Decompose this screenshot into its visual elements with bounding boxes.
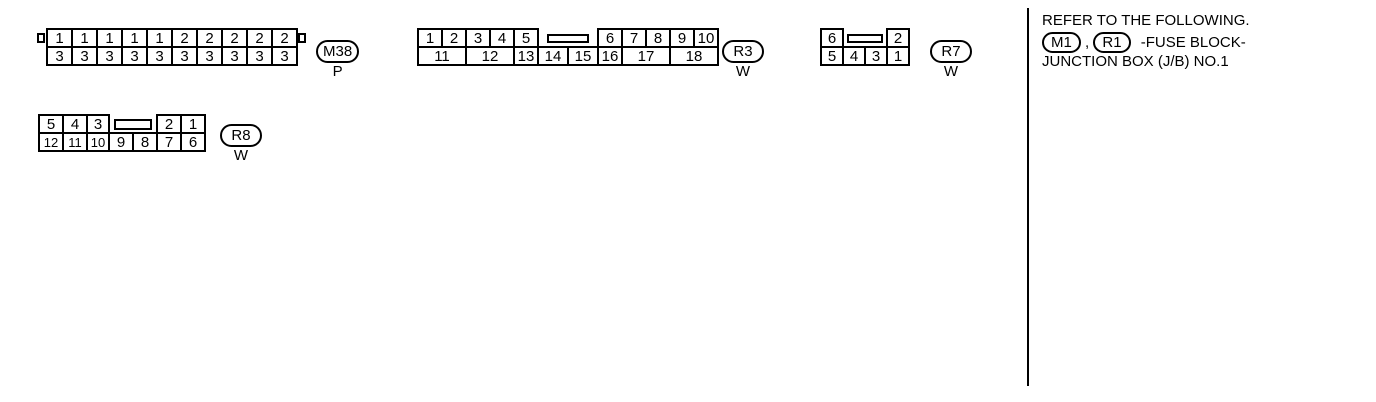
connector-r8: 5 4 3 2 1 12 11 10 9 8 7 6 [38,114,206,152]
pin-grid: 5 4 3 2 1 12 11 10 9 8 7 6 [38,114,206,152]
pin-cell: 3 [465,28,491,48]
connector-label: M38 [316,40,360,63]
pin-cell: 5 [38,114,64,134]
connector-color: W [233,147,249,164]
pin-cell: 2 [156,114,182,134]
pin-cell: 12 [38,132,64,152]
pin-cell: 6 [180,132,206,152]
connector-label: R7 [930,40,972,63]
vertical-divider [1027,8,1029,386]
pin-cell: 2 [271,28,298,48]
pin-cell: 1 [71,28,98,48]
connector-lock-tab [37,33,45,43]
connector-m38: 1 1 1 1 1 2 2 2 2 2 3 3 3 3 3 3 3 3 3 3 [37,28,306,66]
connector-id-r3: R3 W [722,40,764,80]
pin-cell: 3 [171,46,198,66]
pin-cell: 3 [196,46,223,66]
pin-cell: 3 [121,46,148,66]
pin-cell: 8 [132,132,158,152]
pin-cell: 12 [465,46,515,66]
pin-cell: 7 [156,132,182,152]
pin-cell: 2 [196,28,223,48]
connector-color: W [735,63,751,80]
pin-cell: 4 [62,114,88,134]
note-refs-line: M1 , R1 -FUSE BLOCK- [1042,32,1250,54]
connector-r7: 6 2 5 4 3 1 [820,28,910,66]
pin-grid: 6 2 5 4 3 1 [820,28,910,66]
pin-cell: 18 [669,46,719,66]
connector-label: R3 [722,40,764,63]
pin-cell: 14 [537,46,569,66]
pin-cell: 3 [271,46,298,66]
connector-key [537,28,599,48]
connector-key-slot [547,34,589,44]
pin-cell: 2 [886,28,910,48]
pin-cell: 1 [46,28,73,48]
pin-cell: 3 [96,46,123,66]
connector-r3: 1 2 3 4 5 6 7 8 9 10 11 12 13 14 15 16 1… [417,28,719,66]
pin-cell: 9 [108,132,134,152]
pin-cell: 7 [621,28,647,48]
connector-color: W [943,63,959,80]
pin-cell: 13 [513,46,539,66]
pin-cell: 9 [669,28,695,48]
connector-lock-tab [298,33,306,43]
pin-cell: 1 [96,28,123,48]
pin-cell: 11 [62,132,88,152]
connector-color: P [332,63,343,80]
pin-cell: 11 [417,46,467,66]
pin-cell: 2 [441,28,467,48]
pin-cell: 2 [246,28,273,48]
pin-cell: 2 [171,28,198,48]
pin-cell: 4 [489,28,515,48]
pin-cell: 1 [121,28,148,48]
note-junction-box: JUNCTION BOX (J/B) NO.1 [1042,53,1229,70]
pin-cell: 1 [146,28,173,48]
ref-separator: , [1085,34,1090,51]
connector-key-slot [114,119,152,131]
connector-id-r7: R7 W [930,40,972,80]
pin-cell: 6 [597,28,623,48]
pin-cell: 16 [597,46,623,66]
pin-cell: 8 [645,28,671,48]
pin-cell: 1 [180,114,206,134]
pin-cell: 10 [86,132,110,152]
pin-cell: 15 [567,46,599,66]
connector-key-slot [847,34,883,44]
pin-cell: 3 [221,46,248,66]
pin-cell: 3 [46,46,73,66]
pin-cell: 3 [246,46,273,66]
pin-grid: 1 1 1 1 1 2 2 2 2 2 3 3 3 3 3 3 3 3 3 3 [46,28,298,66]
pin-cell: 2 [221,28,248,48]
pin-cell: 3 [146,46,173,66]
pin-cell: 5 [513,28,539,48]
pin-cell: 3 [864,46,888,66]
pin-cell: 5 [820,46,844,66]
connector-label: R8 [220,124,262,147]
pin-cell: 3 [71,46,98,66]
connector-key [108,114,158,134]
pin-cell: 17 [621,46,671,66]
pin-cell: 6 [820,28,844,48]
ref-connector-m1: M1 [1042,32,1081,53]
pin-cell: 3 [86,114,110,134]
pin-cell: 4 [842,46,866,66]
pin-cell: 1 [417,28,443,48]
reference-note: REFER TO THE FOLLOWING. M1 , R1 -FUSE BL… [1042,10,1250,70]
pin-cell: 1 [886,46,910,66]
ref-connector-r1: R1 [1093,32,1131,53]
pin-grid: 1 2 3 4 5 6 7 8 9 10 11 12 13 14 15 16 1… [417,28,719,66]
connector-id-r8: R8 W [220,124,262,164]
connector-id-m38: M38 P [316,40,360,80]
pin-cell: 10 [693,28,719,48]
note-fuse-block: -FUSE BLOCK- [1140,34,1246,51]
connector-key [842,28,888,48]
note-heading: REFER TO THE FOLLOWING. [1042,12,1250,29]
